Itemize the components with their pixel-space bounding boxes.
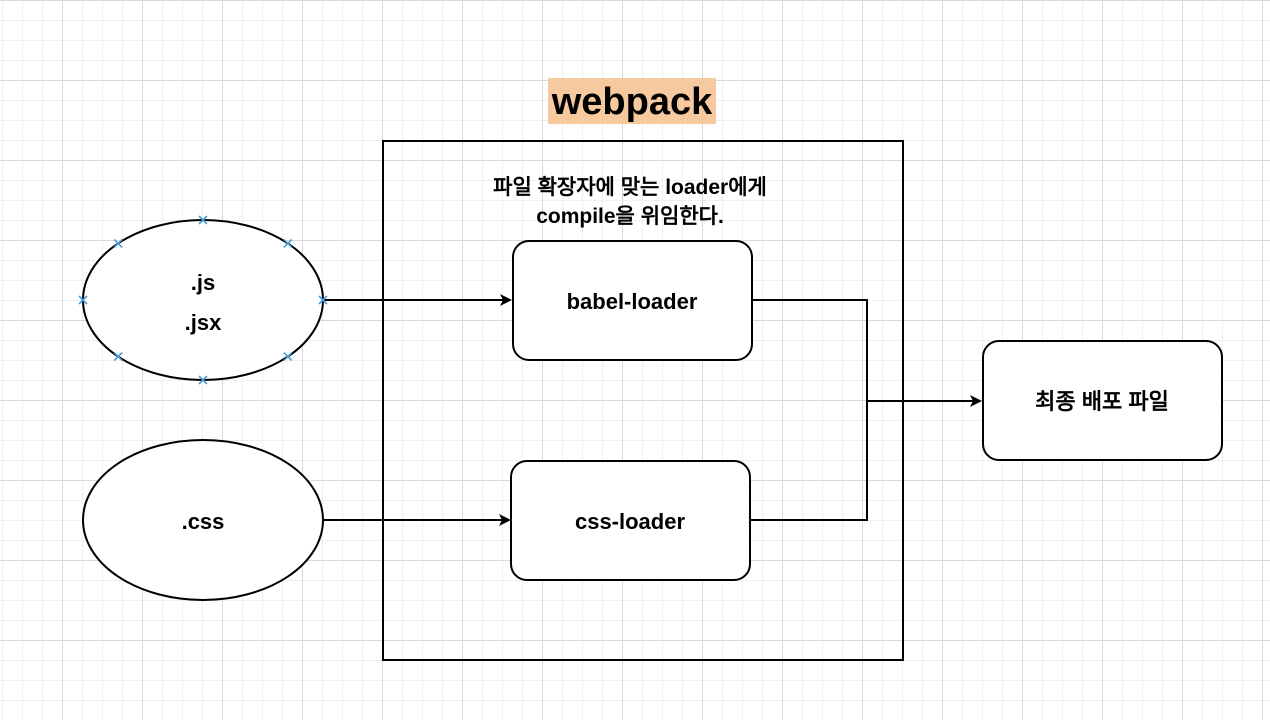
babel-loader-node[interactable]: babel-loader <box>512 240 753 361</box>
resize-handle-icon[interactable] <box>78 295 88 305</box>
resize-handle-icon[interactable] <box>198 215 208 225</box>
selection-handles[interactable] <box>78 215 328 385</box>
title-highlight <box>548 78 716 124</box>
resize-handle-icon[interactable] <box>113 238 123 249</box>
output-node[interactable]: 최종 배포 파일 <box>982 340 1223 461</box>
resize-handle-icon[interactable] <box>113 351 123 362</box>
css-loader-shape[interactable] <box>510 460 751 581</box>
description-line-2[interactable]: compile을 위임한다. <box>536 205 724 228</box>
css-input-node[interactable]: .css <box>82 439 324 601</box>
output-label: 최종 배포 파일 <box>1035 389 1169 414</box>
jsx-label: .jsx <box>185 310 222 335</box>
babel-loader-label: babel-loader <box>567 289 698 314</box>
resize-handle-icon[interactable] <box>283 238 293 249</box>
js-label: .js <box>191 270 215 295</box>
css-loader-node[interactable]: css-loader <box>510 460 751 581</box>
description-line-1[interactable]: 파일 확장자에 맞는 loader에게 <box>493 176 767 199</box>
js-input-node[interactable]: .js .jsx <box>78 215 328 385</box>
edge-babel-to-output[interactable] <box>752 299 982 407</box>
css-label: .css <box>182 509 225 534</box>
title: webpack <box>551 81 713 123</box>
resize-handle-icon[interactable] <box>198 375 208 385</box>
css-input-shape[interactable] <box>82 439 324 601</box>
output-shape[interactable] <box>982 340 1223 461</box>
resize-handle-icon[interactable] <box>318 295 328 305</box>
babel-loader-shape[interactable] <box>512 240 753 361</box>
edge-css-loader-to-output[interactable] <box>750 401 868 521</box>
resize-handle-icon[interactable] <box>283 351 293 362</box>
title-group[interactable]: webpack <box>548 78 716 124</box>
css-loader-label: css-loader <box>575 509 685 534</box>
